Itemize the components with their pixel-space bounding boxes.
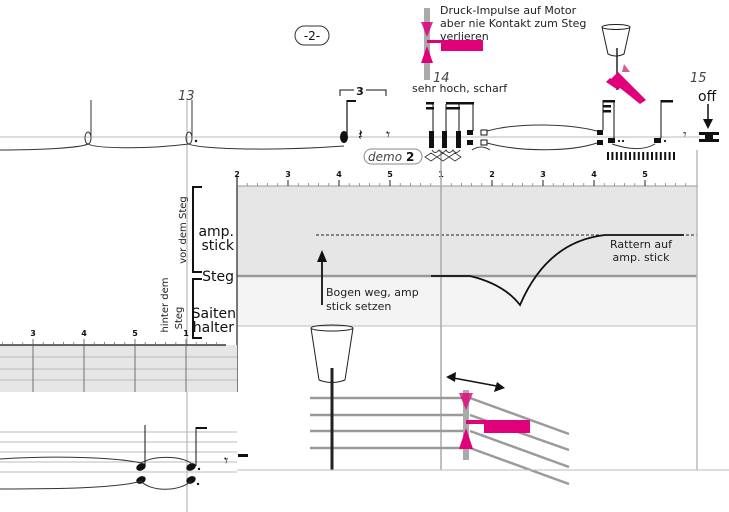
tremolo-dash (620, 152, 623, 160)
tremolo-dash (642, 152, 645, 160)
motor-arm (466, 420, 486, 424)
mute-symbol (705, 133, 713, 141)
druck-impulse-line-2: aber nie Kontakt zum Steg (440, 17, 586, 30)
ruler-tick-label: 3 (285, 170, 291, 179)
tuplet-number: 3 (356, 85, 364, 98)
group-label-behind-bridge-1: hinter dem (160, 277, 171, 332)
augmentation-dot (194, 139, 198, 143)
double-arrow-head-right (494, 382, 505, 392)
demo-number: 2 (406, 150, 414, 164)
ruler-tick-label: 4 (81, 329, 87, 338)
measure-number-13: 13 (178, 89, 195, 104)
rattern-line-1: Rattern auf (610, 238, 673, 251)
up-arrow-head (317, 250, 327, 262)
row-label-saiten-1: Saiten (192, 306, 236, 322)
motor-arm (427, 40, 445, 43)
bracket-before-bridge (192, 186, 202, 273)
tremolo-dash (655, 152, 658, 160)
ruler-tick-label: 2 (234, 170, 240, 179)
ruler-tick-label: 4 (591, 170, 597, 179)
tremolo-dash (624, 152, 627, 160)
tremolo-dash (629, 152, 631, 160)
rest-icon: 𝄾 (224, 451, 228, 470)
string-bar-icon (424, 8, 430, 80)
quarter-note (340, 131, 348, 143)
tremolo-dash (615, 152, 618, 160)
harmonic-diamonds (424, 152, 462, 162)
tremolo-dash (673, 152, 675, 160)
motor-tip (622, 64, 630, 72)
tremolo-dash (611, 152, 614, 160)
bogen-weg-line-1: Bogen weg, amp (326, 286, 419, 299)
ruler-tick-label: 4 (336, 170, 342, 179)
strings-diagram (310, 396, 570, 486)
double-arrow-icon (447, 376, 503, 388)
bracket-behind-bridge (192, 278, 202, 339)
eighth-rest-icon: 𝄾 (386, 125, 390, 144)
band-before-bridge (237, 186, 697, 276)
rattern-line-2: amp. stick (613, 251, 671, 264)
bow-position-curve (431, 234, 684, 307)
druck-impulse-line-3: verlieren (440, 30, 489, 43)
tremolo-dash (651, 152, 653, 160)
tie-curve (0, 456, 192, 490)
demo-label: demo (368, 150, 402, 164)
band-behind-bridge (237, 276, 697, 326)
group-label-behind-bridge-2: Steg (174, 307, 185, 330)
rest-icon: 𝄾 (683, 127, 687, 143)
ruler-tick-label: 5 (642, 170, 648, 179)
half-note (84, 131, 92, 145)
ruler-tick-label: 3 (540, 170, 546, 179)
tuplet-bracket (339, 89, 387, 96)
tie-curve (0, 143, 345, 151)
motor-pusher-icon (421, 22, 433, 37)
motor-pusher-icon (610, 72, 646, 104)
group-label-before-bridge: vor dem Steg (178, 196, 189, 264)
motor-pusher-lower (421, 46, 433, 63)
druck-impulse-line-1: Druck-Impulse auf Motor (440, 4, 577, 17)
tremolo-dash (637, 152, 640, 160)
bogen-weg-line-2: stick setzen (326, 300, 391, 313)
motor-body (441, 40, 483, 51)
sehr-hoch-label: sehr hoch, scharf (412, 82, 508, 95)
demo-badge[interactable] (363, 148, 423, 165)
measure-number-14: 14 (433, 71, 450, 86)
cup-icon (601, 24, 631, 57)
motor-body (484, 420, 530, 433)
lower-staff (0, 431, 237, 473)
tremolo-dash (607, 152, 609, 160)
row-label-amp-2: stick (202, 238, 235, 254)
rest-bar (238, 454, 248, 457)
ruler-tick-label: 3 (30, 329, 36, 338)
row-label-saiten-2: halter (193, 320, 234, 336)
page-number-box (294, 25, 330, 46)
off-label: off (698, 89, 717, 105)
ruler-tick-label: 5 (387, 170, 393, 179)
ruler-tick-label: 1 (183, 329, 189, 338)
page-number: -2- (304, 29, 320, 43)
tremolo-dash (633, 152, 636, 160)
tremolo-dash (646, 152, 649, 160)
motor-pusher-head (606, 78, 622, 90)
down-arrow-head (703, 119, 713, 129)
double-arrow-head-left (446, 372, 456, 382)
ruler-tick-label: 5 (132, 329, 138, 338)
motor-pusher-icon (459, 393, 473, 410)
lower-ruler-ticks: 3 4 5 1 (2, 329, 217, 392)
row-label-steg: Steg (202, 269, 234, 285)
quarter-rest-icon: 𝄽 (358, 125, 363, 144)
tremolo-marks (607, 152, 675, 160)
upper-ruler-ticks: 234512345 (234, 170, 687, 186)
tremolo-dash (659, 152, 662, 160)
motor-pusher-lower (459, 428, 473, 449)
ruler-tick-label: 2 (489, 170, 495, 179)
note-cluster-14 (426, 100, 673, 153)
row-label-amp-1: amp. (198, 224, 234, 240)
tremolo-dash (664, 152, 667, 160)
tremolo-dash (668, 152, 671, 160)
measure-number-15: 15 (690, 71, 707, 86)
